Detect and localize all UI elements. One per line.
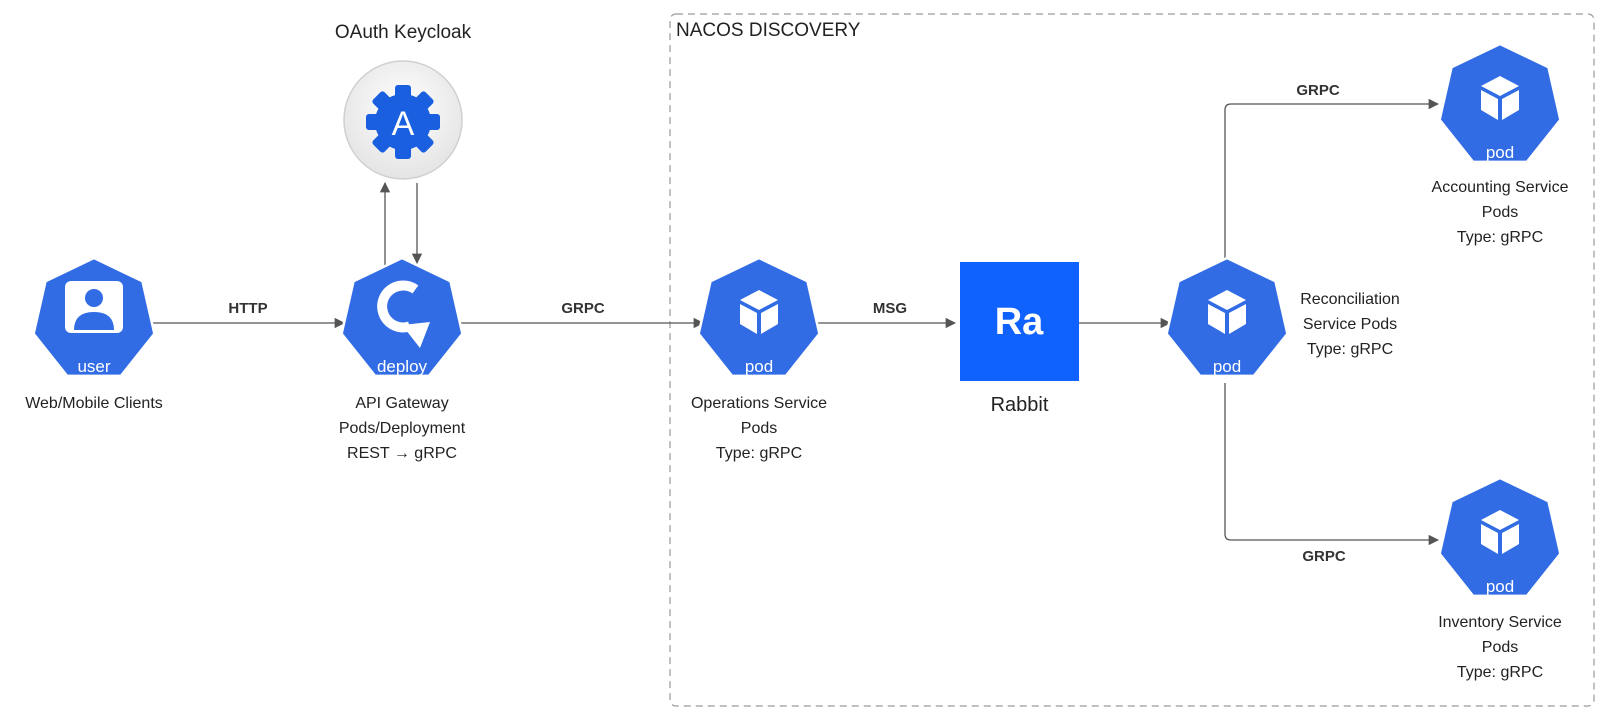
- inventory-node[interactable]: pod: [1438, 476, 1562, 598]
- k8s-user-icon: [65, 281, 123, 333]
- operations-label: Operations Service Pods Type: gRPC: [659, 391, 859, 466]
- k8s-pod-icon: [1481, 510, 1519, 554]
- pod-cube-face: [740, 304, 757, 334]
- keycloak-node[interactable]: A: [343, 60, 463, 180]
- gateway-label-line-2: Pods/Deployment: [338, 420, 466, 437]
- group-title: NACOS DISCOVERY: [676, 20, 861, 41]
- k8s-deploy-icon: [377, 280, 430, 348]
- nacos-discovery-group: [669, 13, 1595, 707]
- accounting-label-line-1: Accounting Service: [1431, 179, 1569, 196]
- operations-label-line-1: Operations Service: [690, 395, 828, 412]
- k8s-pod-icon: [740, 290, 778, 334]
- reconciliation-label-line-3: Type: gRPC: [1306, 341, 1394, 358]
- rabbit-node[interactable]: Ra: [960, 262, 1079, 381]
- edge-reconciliation-inventory: [1224, 383, 1440, 546]
- rabbitmq-icon: [960, 262, 1079, 381]
- accounting-label-line-3: Type: gRPC: [1456, 229, 1544, 246]
- edge-label-grpc-inventory: GRPC: [1302, 548, 1346, 565]
- inventory-label-line-2: Pods: [1481, 639, 1519, 656]
- pod-cube-face: [1502, 524, 1519, 554]
- reconciliation-label-line-2: Service Pods: [1302, 316, 1398, 333]
- pod-cube-face: [1481, 510, 1519, 530]
- gateway-label-line-1: API Gateway: [355, 395, 449, 412]
- reconciliation-label: Reconciliation Service Pods Type: gRPC: [1265, 287, 1435, 362]
- k8s-pod-icon: [1481, 76, 1519, 120]
- clients-label: Web/Mobile Clients: [0, 391, 194, 416]
- operations-label-line-2: Pods: [740, 420, 778, 437]
- pod-cube-face: [1502, 90, 1519, 120]
- gateway-label-line-3: REST → gRPC: [347, 445, 457, 462]
- pod-cube-face: [1481, 90, 1498, 120]
- operations-icon-text: pod: [745, 357, 773, 376]
- oauth-gear-icon: A: [366, 85, 440, 159]
- rabbit-icon-text: Ra: [995, 301, 1044, 343]
- edge-label-http: HTTP: [228, 300, 268, 317]
- reconciliation-label-line-1: Reconciliation: [1300, 291, 1400, 308]
- operations-label-line-3: Type: gRPC: [715, 445, 803, 462]
- rabbit-label-text: Rabbit: [990, 394, 1049, 416]
- inventory-label-line-1: Inventory Service: [1438, 614, 1562, 631]
- k8s-pod-icon: [1208, 290, 1246, 334]
- rabbit-label: Rabbit: [960, 393, 1079, 418]
- pod-cube-face: [1481, 76, 1519, 96]
- pod-cube-face: [1481, 524, 1498, 554]
- edge-label-grpc-gateway: GRPC: [561, 300, 605, 317]
- inventory-label-line-3: Type: gRPC: [1456, 664, 1544, 681]
- pod-cube-face: [1208, 290, 1246, 310]
- oauth-icon-letter: A: [392, 105, 415, 143]
- edge-label-grpc-accounting: GRPC: [1296, 82, 1340, 99]
- clients-icon-text: user: [77, 357, 110, 376]
- operations-node[interactable]: pod: [697, 256, 821, 378]
- keycloak-title: OAuth Keycloak: [334, 22, 472, 43]
- accounting-label-line-2: Pods: [1481, 204, 1519, 221]
- accounting-node[interactable]: pod: [1438, 42, 1562, 164]
- reconciliation-icon-text: pod: [1213, 357, 1241, 376]
- pod-cube-face: [1229, 304, 1246, 334]
- accounting-icon-text: pod: [1486, 143, 1514, 162]
- pod-cube-face: [1208, 304, 1225, 334]
- edge-label-msg: MSG: [872, 300, 908, 317]
- gateway-label: API Gateway Pods/Deployment REST → gRPC: [302, 391, 502, 466]
- gateway-node[interactable]: deploy: [340, 256, 464, 378]
- inventory-icon-text: pod: [1486, 577, 1514, 596]
- clients-label-line: Web/Mobile Clients: [25, 395, 163, 412]
- clients-node[interactable]: user: [32, 256, 156, 378]
- reconciliation-node[interactable]: pod: [1165, 256, 1289, 378]
- gateway-icon-text: deploy: [377, 357, 428, 376]
- edge-reconciliation-accounting: [1224, 98, 1440, 265]
- pod-cube-face: [761, 304, 778, 334]
- inventory-label: Inventory Service Pods Type: gRPC: [1400, 610, 1600, 685]
- pod-cube-face: [740, 290, 778, 310]
- accounting-label: Accounting Service Pods Type: gRPC: [1400, 175, 1600, 250]
